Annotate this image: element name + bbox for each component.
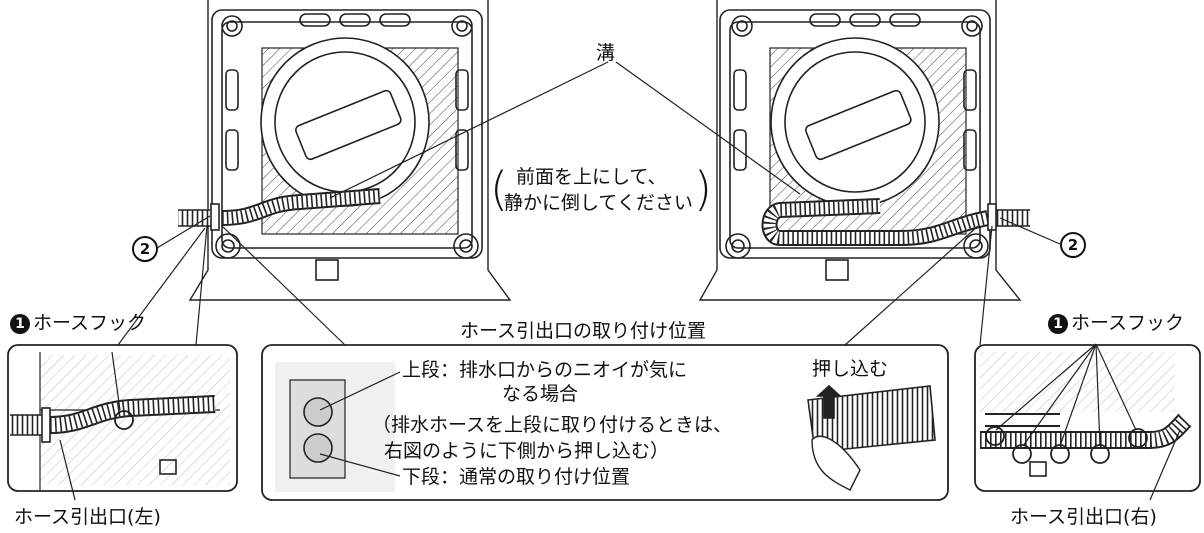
position-title: ホース引出口の取り付け位置 (460, 320, 707, 342)
note-line-2: 右図のように下側から押し込む） (384, 440, 670, 462)
part-2-badge-right: 2 (1060, 232, 1086, 258)
hose-outlet-right-label: ホース引出口(右) (1010, 506, 1157, 528)
instruction-line-1: 前面を上にして、 (516, 166, 667, 188)
instruction-note: ( 前面を上にして、 静かに倒してください ) (490, 160, 712, 224)
right-unit (698, 0, 1030, 301)
hose-hook-text-right: ホースフック (1071, 312, 1185, 334)
center-inset (261, 344, 949, 501)
push-label: 押し込む (812, 358, 889, 380)
hose-hook-text-left: ホースフック (33, 312, 147, 334)
part-1-badge-right: 1 (1048, 313, 1068, 334)
groove-label: 溝 (596, 42, 616, 64)
hose-outlet-left-label: ホース引出口(左) (14, 506, 161, 528)
note-line-1: （排水ホースを上段に取り付けるときは、 (372, 414, 733, 436)
part-2-badge-left: 2 (132, 236, 158, 262)
upper-stage-line-1: 上段：排水口からのニオイが気に (402, 359, 688, 381)
right-inset (974, 343, 1201, 501)
instruction-line-2: 静かに倒してください (504, 192, 693, 214)
left-paren: ( (490, 162, 508, 216)
left-unit (178, 0, 512, 301)
lower-stage-label: 下段：通常の取り付け位置 (402, 466, 631, 488)
left-inset (7, 344, 238, 501)
upper-stage-line-2: なる場合 (502, 383, 579, 405)
right-paren: ) (694, 162, 712, 216)
part-1-badge-left: 1 (10, 313, 30, 334)
